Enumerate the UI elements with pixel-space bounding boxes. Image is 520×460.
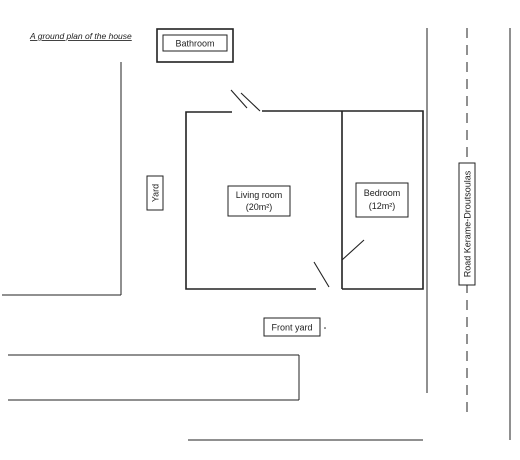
plan-title: A ground plan of the house — [29, 31, 132, 41]
front-yard-label-box — [263, 317, 321, 337]
front-door — [313, 261, 330, 288]
yard-boundary — [2, 62, 122, 296]
bedroom: Bedroom (12m²) — [355, 182, 409, 218]
yard-label: Yard — [151, 184, 161, 202]
front-yard-dot — [324, 327, 326, 329]
bedroom-label-box — [355, 182, 409, 218]
bathroom-path — [230, 89, 261, 112]
lower-boundary — [8, 354, 423, 441]
front-yard-label: Front yard — [271, 323, 312, 333]
road-label: Road Kerame-Droutsoulas — [463, 170, 473, 277]
yard-label-box — [146, 175, 164, 211]
living-room: Living room (20m²) — [227, 185, 291, 217]
living-room-label-box — [227, 185, 291, 217]
living-room-name: Living room — [236, 190, 283, 200]
road-label-box — [458, 162, 476, 286]
bathroom-outer-wall — [156, 28, 234, 63]
bedroom-area: (12m²) — [369, 201, 396, 211]
bedroom-door — [341, 239, 365, 261]
bathroom-label-box — [162, 34, 228, 52]
bedroom-name: Bedroom — [364, 188, 401, 198]
front-yard-area: Front yard — [263, 317, 326, 337]
road-label-group: Road Kerame-Droutsoulas — [458, 162, 476, 286]
living-room-area: (20m²) — [246, 202, 273, 212]
bathroom-label: Bathroom — [175, 39, 214, 49]
yard-area: Yard — [146, 175, 164, 211]
bathroom: Bathroom — [156, 28, 234, 63]
